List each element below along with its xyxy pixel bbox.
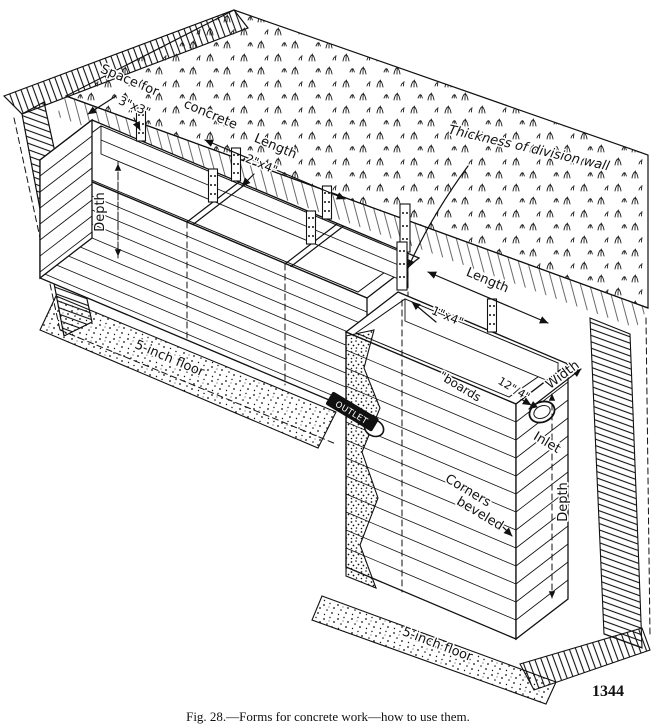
width-dimension [528,368,582,410]
left-form-front-boards [39,173,368,411]
left-floor-concrete [39,295,337,449]
trench-rim-line [65,95,649,309]
left-form-partition-cleat-1 [207,168,219,203]
figure-caption: Fig. 28.—Forms for concrete work—how to … [186,709,470,724]
batten-size-leader [411,301,437,323]
right-form-cleat [486,298,498,333]
right-form-front-boards [345,349,517,621]
left-form-hidden-verticals [117,161,409,386]
label-depth-right: Depth [556,482,571,522]
length-right-dimension [427,271,549,324]
right-form-end-post [396,241,408,291]
outlet-ribbon-bg [325,391,379,432]
space-for-concrete-leader [87,95,117,115]
inlet-size-leader [520,397,532,406]
left-form-partition-cleat-2 [305,210,317,245]
trench-upper-wall [56,96,648,328]
concrete-breakaway [345,329,381,589]
length-left-dimension [204,139,346,200]
post-size-leader [132,117,141,131]
left-form-inside-board-line [100,139,409,270]
label-depth-left: Depth [93,192,108,232]
corners-beveled-leader [493,517,513,537]
right-floor-concrete [311,595,557,705]
dimension-lines [87,95,582,599]
division-wall-leader [407,165,469,269]
cleat-size-leader [241,173,255,187]
left-form-end-face [39,118,93,280]
page-number: 1344 [592,683,624,700]
soil-wall-hatch-right [589,317,643,649]
left-form-end-boards [39,135,93,273]
